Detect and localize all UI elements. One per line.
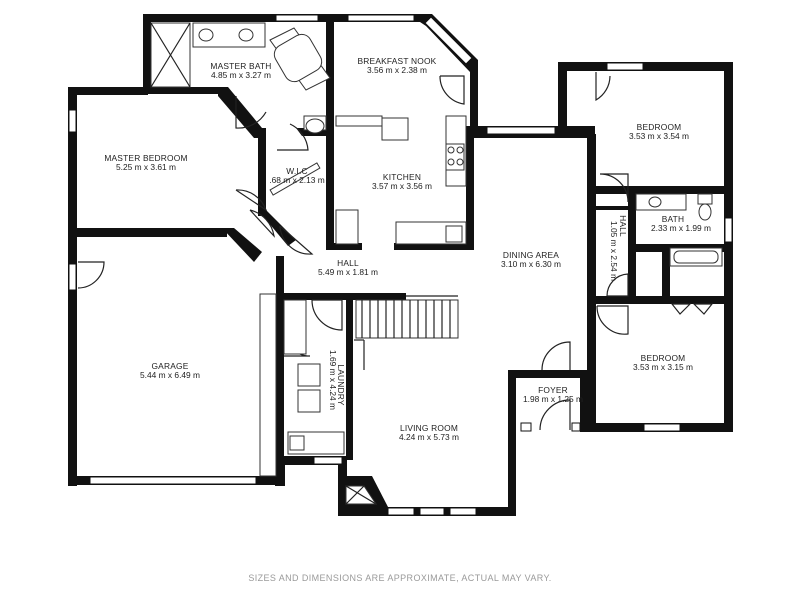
room-name-kitchen: KITCHEN: [383, 172, 421, 182]
room-dims-hall: 5.49 m x 1.81 m: [318, 267, 378, 277]
doors: [77, 72, 714, 431]
fixtures: [150, 22, 723, 507]
room-name-bath: BATH: [662, 214, 685, 224]
room-name-hall: HALL: [337, 258, 359, 268]
room-dims-master-bath: 4.85 m x 3.27 m: [211, 70, 271, 80]
room-dims-bedroom-ne: 3.53 m x 3.54 m: [629, 131, 689, 141]
room-name-hall-vertical: HALL: [618, 215, 628, 237]
room-dims-laundry: 1.69 m x 4.24 m: [328, 350, 338, 410]
room-name-foyer: FOYER: [538, 385, 568, 395]
disclaimer-text: SIZES AND DIMENSIONS ARE APPROXIMATE, AC…: [248, 573, 552, 583]
room-dims-dining-area: 3.10 m x 6.30 m: [501, 259, 561, 269]
room-dims-breakfast-nook: 3.56 m x 2.38 m: [367, 65, 427, 75]
room-dims-hall-vertical: 1.05 m x 2.54 m: [609, 221, 619, 281]
fireplace: [338, 476, 388, 507]
room-name-laundry: LAUNDRY: [336, 364, 346, 405]
room-name-breakfast-nook: BREAKFAST NOOK: [358, 56, 437, 66]
room-dims-foyer: 1.98 m x 1.25 m: [523, 394, 583, 404]
room-name-living-room: LIVING ROOM: [400, 423, 458, 433]
room-dims-wic: .68 m x 2.13 m: [269, 175, 324, 185]
room-name-bedroom-ne: BEDROOM: [637, 122, 682, 132]
staircase: [355, 295, 459, 339]
room-name-bedroom-se: BEDROOM: [641, 353, 686, 363]
room-labels: MASTER BATH 4.85 m x 3.27 m BREAKFAST NO…: [104, 56, 711, 442]
room-dims-kitchen: 3.57 m x 3.56 m: [372, 181, 432, 191]
room-name-wic: W.I.C: [286, 166, 307, 176]
room-dims-master-bedroom: 5.25 m x 3.61 m: [116, 162, 176, 172]
room-name-garage: GARAGE: [151, 361, 188, 371]
room-dims-living-room: 4.24 m x 5.73 m: [399, 432, 459, 442]
room-name-master-bath: MASTER BATH: [210, 61, 271, 71]
windows: [68, 14, 733, 516]
room-name-master-bedroom: MASTER BEDROOM: [104, 153, 187, 163]
room-dims-bath: 2.33 m x 1.99 m: [651, 223, 711, 233]
room-dims-bedroom-se: 3.53 m x 3.15 m: [633, 362, 693, 372]
room-dims-garage: 5.44 m x 6.49 m: [140, 370, 200, 380]
room-name-dining-area: DINING AREA: [503, 250, 559, 260]
